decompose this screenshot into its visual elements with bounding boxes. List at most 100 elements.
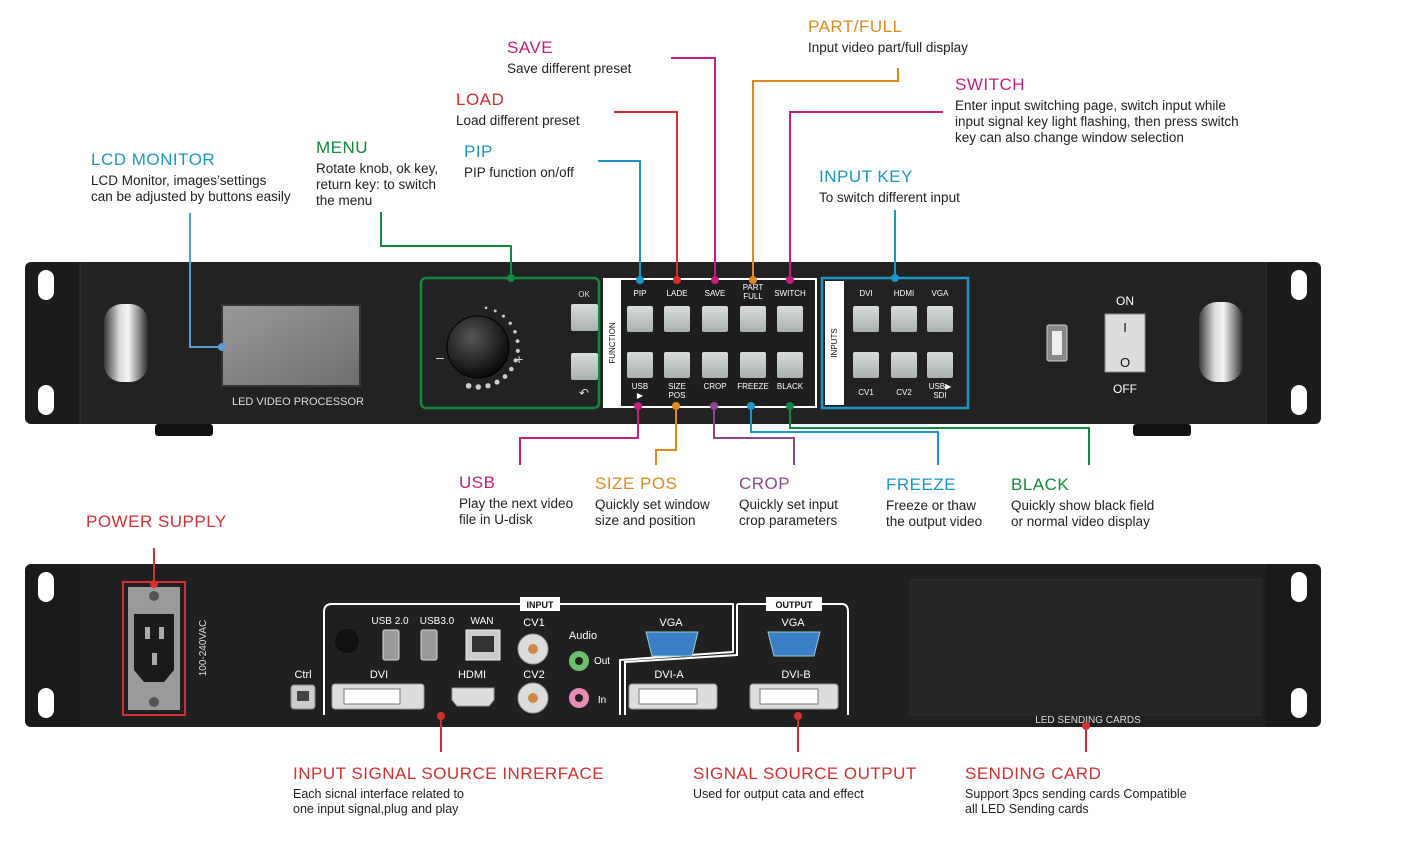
function-area xyxy=(621,280,815,406)
fn-bottom-label-4: BLACK xyxy=(777,382,804,391)
knob-dot xyxy=(501,314,506,318)
callout-title: INPUT KEY xyxy=(819,167,913,186)
in-bottom-label-1: CV2 xyxy=(896,388,912,397)
back-button[interactable] xyxy=(571,353,598,380)
callout-sending-card: SENDING CARD Support 3pcs sending cards … xyxy=(965,764,1187,817)
input-frame-label: INPUT xyxy=(527,600,555,610)
in-bottom-label-0: CV1 xyxy=(858,388,874,397)
audio-out-label: Out xyxy=(594,656,610,667)
callout-title: LCD MONITOR xyxy=(91,150,216,169)
fn-button-freeze[interactable] xyxy=(740,352,766,378)
fn-bottom-label-2: CROP xyxy=(703,382,726,391)
callout-input-key: INPUT KEY To switch different input xyxy=(819,167,960,206)
audio-label: Audio xyxy=(569,630,597,642)
callout-menu: MENU Rotate knob, ok key, return key: to… xyxy=(316,138,438,209)
callout-switch: SWITCH Enter input switching page, switc… xyxy=(955,75,1239,146)
fn-button-save[interactable] xyxy=(702,306,728,332)
front-panel: LED VIDEO PROCESSOR – + OK ↶ FUNCTION PI… xyxy=(25,262,1321,436)
vga-in-port[interactable] xyxy=(645,631,699,657)
inputs-label: INPUTS xyxy=(830,328,839,357)
back-icon: ↶ xyxy=(579,386,589,400)
usb20-port[interactable] xyxy=(382,629,400,661)
callout-desc: Enter input switching page, switch input… xyxy=(955,98,1239,145)
input-button-dvi[interactable] xyxy=(853,306,879,332)
knob-minus: – xyxy=(436,349,444,365)
fn-button-lade[interactable] xyxy=(664,306,690,332)
rack-hole xyxy=(1291,688,1307,718)
leader-crop xyxy=(713,406,795,465)
usb30-port[interactable] xyxy=(420,629,438,661)
hdmi-port[interactable] xyxy=(451,687,495,707)
input-button-vga[interactable] xyxy=(927,306,953,332)
callout-desc: Quickly set window size and position xyxy=(595,497,710,528)
wan-label: WAN xyxy=(471,616,494,627)
knob-dot xyxy=(515,348,520,353)
rack-hole xyxy=(1291,270,1307,300)
callout-title: FREEZE xyxy=(886,475,957,494)
callout-pip: PIP PIP function on/off xyxy=(464,142,574,181)
callout-desc: Quickly show black field or normal video… xyxy=(1011,498,1155,529)
callout-desc: Each sicnal interface related to one inp… xyxy=(293,787,464,816)
rack-hole xyxy=(1291,572,1307,602)
callout-desc: Play the next video file in U-disk xyxy=(459,496,574,527)
callout-title: SENDING CARD xyxy=(965,764,1102,783)
wan-port[interactable] xyxy=(465,629,501,661)
callout-title: SWITCH xyxy=(955,75,1026,94)
output-frame-label: OUTPUT xyxy=(776,600,814,610)
fn-button-switch[interactable] xyxy=(777,306,803,332)
callout-title: SIGNAL SOURCE OUTPUT xyxy=(693,764,917,783)
leader-lcd xyxy=(189,213,222,348)
fn-button-part-full[interactable] xyxy=(740,306,766,332)
callout-desc: Quickly set input crop parameters xyxy=(739,497,839,528)
switch-on-mark: I xyxy=(1123,320,1127,335)
fn-button-crop[interactable] xyxy=(702,352,728,378)
callout-size-pos: SIZE POS Quickly set window size and pos… xyxy=(595,474,710,529)
knob-dot xyxy=(465,383,472,389)
callout-title: USB xyxy=(459,473,496,492)
input-button-cv1[interactable] xyxy=(853,352,879,378)
knob-dot xyxy=(484,306,488,310)
input-button-usb[interactable] xyxy=(927,352,953,378)
callout-lcd-monitor: LCD MONITOR LCD Monitor, images’settings… xyxy=(91,150,291,205)
input-button-hdmi[interactable] xyxy=(891,306,917,332)
switch-off-mark: O xyxy=(1120,355,1130,370)
input-button-cv2[interactable] xyxy=(891,352,917,378)
callout-title: MENU xyxy=(316,138,369,157)
rear-panel: 100-240VAC Ctrl INPUT OUTPUT USB 2.0 USB… xyxy=(25,564,1321,727)
vga-out-port[interactable] xyxy=(767,631,821,657)
dvi-a-label: DVI-A xyxy=(654,669,684,681)
in-top-label-0: DVI xyxy=(859,289,872,298)
fn-bottom-label-3: FREEZE xyxy=(737,382,769,391)
lcd-label: LED VIDEO PROCESSOR xyxy=(232,396,364,408)
usb20-label: USB 2.0 xyxy=(371,616,409,627)
fn-button-pip[interactable] xyxy=(627,306,653,332)
off-label: OFF xyxy=(1113,382,1137,396)
fn-button-black[interactable] xyxy=(777,352,803,378)
ok-button[interactable] xyxy=(571,304,598,331)
knob-plus: + xyxy=(515,351,523,367)
dvi-label: DVI xyxy=(370,669,388,681)
menu-knob[interactable] xyxy=(446,315,510,379)
callout-load: LOAD Load different preset xyxy=(456,90,580,129)
leader-lines xyxy=(153,57,1090,752)
ground-screw xyxy=(335,629,359,653)
in-top-label-1: HDMI xyxy=(894,289,914,298)
power-inlet[interactable] xyxy=(134,614,174,682)
output-frame xyxy=(737,603,849,715)
fn-top-label-2: SAVE xyxy=(705,289,726,298)
fn-button-usb[interactable] xyxy=(627,352,653,378)
callout-input-source: INPUT SIGNAL SOURCE INRERFACE Each sicna… xyxy=(293,764,604,817)
callout-desc: Freeze or thaw the output video xyxy=(886,498,983,529)
knob-dot xyxy=(494,379,500,385)
power-switch[interactable] xyxy=(1104,313,1146,373)
ctrl-label: Ctrl xyxy=(294,669,311,681)
callout-desc: Save different preset xyxy=(507,61,632,76)
leader-save xyxy=(671,57,716,280)
front-foot-left xyxy=(155,424,213,436)
knob-dot xyxy=(493,309,497,313)
vga-out-label: VGA xyxy=(781,617,805,629)
fn-button-size[interactable] xyxy=(664,352,690,378)
